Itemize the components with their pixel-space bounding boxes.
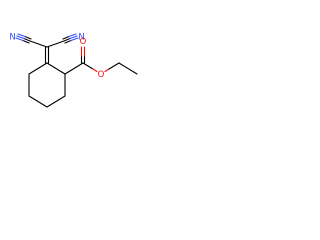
atom-oxygen-ester: O <box>98 70 105 80</box>
bond-ethyl-ch3 <box>118 62 138 75</box>
atom-oxygen-carbonyl: O <box>80 37 87 47</box>
atom-nitrogen-left: N <box>9 33 15 43</box>
bond-nitrile-left <box>15 33 32 44</box>
bond-exocyclic-double <box>44 46 50 64</box>
bond-c-cn-left <box>29 40 48 48</box>
bond-carbonyl-ester-oxygen <box>82 62 98 73</box>
bond-oxygen-ch2 <box>104 62 120 73</box>
bond-c-cn-right <box>46 40 65 48</box>
atom-nitrogen-right: N <box>78 33 84 43</box>
cyclohexane-ring <box>28 62 66 108</box>
bond-ring-carbonyl <box>64 62 84 75</box>
bond-carbonyl-double <box>80 46 86 64</box>
bond-nitrile-right <box>62 33 79 44</box>
structure-diagram: N N O O <box>9 33 138 108</box>
